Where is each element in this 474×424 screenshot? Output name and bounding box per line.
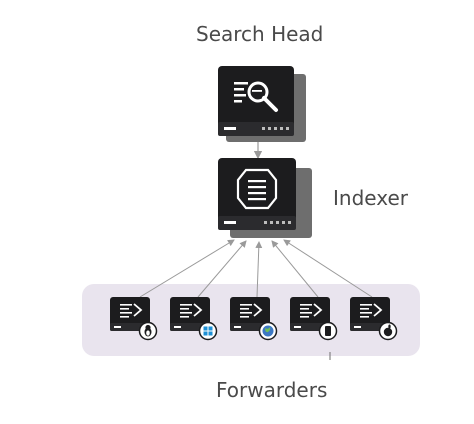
arrow-forwarder-1: [139, 239, 235, 298]
globe-icon: [258, 321, 278, 341]
forwarders-label: Forwarders: [216, 378, 328, 402]
arrow-forwarder-3: [255, 241, 263, 298]
mobile-device-icon: [318, 321, 338, 341]
magnifier-icon: [234, 81, 278, 112]
arrow-forwarder-4: [271, 240, 319, 298]
forwarders-group: [110, 297, 398, 341]
forwarder-2: [170, 297, 218, 341]
arrow-forwarder-5: [283, 239, 373, 298]
linux-tux-icon: [138, 321, 158, 341]
forward-arrow-icon: [240, 303, 263, 318]
forward-arrow-icon: [180, 303, 203, 318]
forwarder-3: [230, 297, 278, 341]
arrow-forwarder-2: [197, 240, 247, 298]
search-head-label: Search Head: [196, 22, 324, 46]
forwarder-arrows: [139, 239, 373, 298]
windows-icon: [198, 321, 218, 341]
forwarder-5: [350, 297, 398, 341]
apple-icon: [378, 321, 398, 341]
search-head-server: [218, 66, 306, 142]
indexer-server: [218, 158, 312, 238]
indexer-label: Indexer: [333, 186, 408, 210]
forward-arrow-icon: [120, 303, 143, 318]
forward-arrow-icon: [360, 303, 383, 318]
forwarder-4: [290, 297, 338, 341]
shield-icon: [236, 168, 278, 210]
forwarder-1: [110, 297, 158, 341]
forward-arrow-icon: [300, 303, 323, 318]
